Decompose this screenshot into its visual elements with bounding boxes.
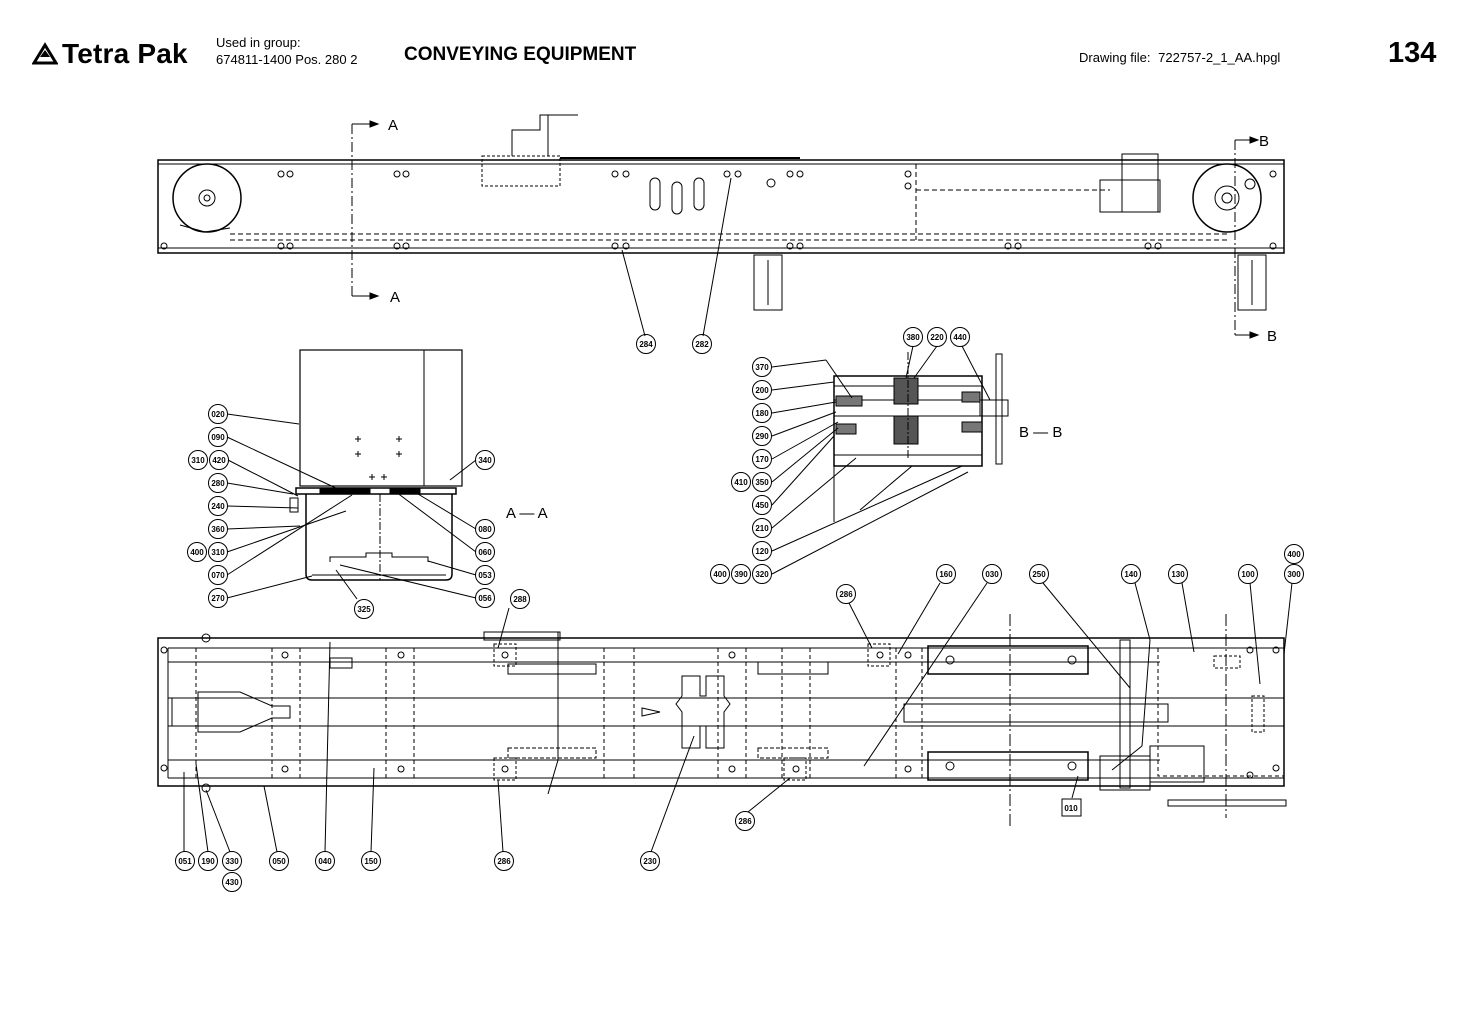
callout-140: 140 — [1124, 570, 1138, 579]
callout-440: 440 — [953, 333, 967, 342]
callout-030: 030 — [985, 570, 999, 579]
tetra-pak-logo-icon — [32, 42, 58, 65]
callout-120: 120 — [755, 547, 769, 556]
used-in-group-value: 674811-1400 Pos. 280 2 — [216, 52, 358, 67]
callout-380: 380 — [906, 333, 920, 342]
used-in-group-label: Used in group: — [216, 35, 301, 50]
callout-340: 340 — [478, 456, 492, 465]
plan-view — [157, 614, 1287, 826]
callout-310-a: 310 — [191, 456, 205, 465]
top-view — [157, 114, 1285, 339]
callout-090: 090 — [211, 433, 225, 442]
callout-325: 325 — [357, 605, 371, 614]
bolt-row — [160, 170, 1277, 250]
callout-130: 130 — [1171, 570, 1185, 579]
section-aa-view — [289, 349, 463, 581]
callout-370: 370 — [755, 363, 769, 372]
callout-180: 180 — [755, 409, 769, 418]
callout-051: 051 — [178, 857, 192, 866]
callout-286-a: 286 — [839, 590, 853, 599]
callout-390: 390 — [734, 570, 748, 579]
callout-350: 350 — [755, 478, 769, 487]
callout-080: 080 — [478, 525, 492, 534]
callout-100: 100 — [1241, 570, 1255, 579]
callout-310-b: 310 — [211, 548, 225, 557]
plan-view-callouts — [175, 544, 1304, 892]
callout-410: 410 — [734, 478, 748, 487]
callout-280: 280 — [211, 479, 225, 488]
drawing-file-value: 722757-2_1_AA.hpgl — [1158, 50, 1281, 65]
callout-284: 284 — [639, 340, 653, 349]
page-number: 134 — [1388, 37, 1437, 69]
callout-060: 060 — [478, 548, 492, 557]
view-bb-label: B — B — [1019, 424, 1062, 441]
callout-288: 288 — [513, 595, 527, 604]
callout-270: 270 — [211, 594, 225, 603]
callout-220: 220 — [930, 333, 944, 342]
callout-400-b: 400 — [713, 570, 727, 579]
callout-070: 070 — [211, 571, 225, 580]
section-b-top-label: B — [1259, 133, 1269, 150]
callout-190: 190 — [201, 857, 215, 866]
callout-320: 320 — [755, 570, 769, 579]
section-a-top-label: A — [388, 117, 398, 134]
callout-040: 040 — [318, 857, 332, 866]
callout-400-c: 400 — [1287, 550, 1301, 559]
callout-290: 290 — [755, 432, 769, 441]
section-aa-callouts — [187, 404, 495, 619]
section-bb-callouts — [710, 327, 970, 584]
drive-drum-left — [172, 163, 242, 233]
section-bb-leaders — [771, 345, 991, 575]
brand-name: Tetra Pak — [62, 38, 188, 69]
plan-view-leaders — [183, 582, 1293, 853]
callout-210: 210 — [755, 524, 769, 533]
support-leg-right — [1237, 254, 1267, 311]
drawing-header: Tetra Pak Used in group: 674811-1400 Pos… — [0, 0, 1462, 90]
top-view-callouts — [636, 334, 712, 354]
callout-200: 200 — [755, 386, 769, 395]
callout-020: 020 — [211, 410, 225, 419]
callout-010: 010 — [1064, 804, 1078, 813]
callout-360: 360 — [211, 525, 225, 534]
drawing-file: Drawing file: 722757-2_1_AA.hpgl — [1079, 50, 1280, 65]
section-b-bottom-label: B — [1267, 328, 1277, 345]
section-aa-leaders — [226, 413, 477, 600]
callout-230: 230 — [643, 857, 657, 866]
callout-160: 160 — [939, 570, 953, 579]
callout-282: 282 — [695, 340, 709, 349]
callout-430: 430 — [225, 878, 239, 887]
callout-286-c: 286 — [738, 817, 752, 826]
callout-056: 056 — [478, 594, 492, 603]
callout-150: 150 — [364, 857, 378, 866]
used-in-group: Used in group: 674811-1400 Pos. 280 2 — [216, 34, 357, 68]
section-bb-view — [833, 352, 1009, 522]
callout-300: 300 — [1287, 570, 1301, 579]
drive-drum-right — [1192, 163, 1262, 233]
callout-400-a: 400 — [190, 548, 204, 557]
callout-286-b: 286 — [497, 857, 511, 866]
callout-050: 050 — [272, 857, 286, 866]
callout-450: 450 — [755, 501, 769, 510]
callout-330: 330 — [225, 857, 239, 866]
callout-170: 170 — [755, 455, 769, 464]
tetra-pak-logo: Tetra Pak — [32, 38, 188, 70]
support-leg-left — [753, 254, 783, 311]
view-aa-label: A — A — [506, 505, 548, 522]
page-title: CONVEYING EQUIPMENT — [404, 44, 637, 65]
callout-240: 240 — [211, 502, 225, 511]
callout-053: 053 — [478, 571, 492, 580]
section-a-bottom-label: A — [390, 289, 400, 306]
callout-420: 420 — [212, 456, 226, 465]
callout-250: 250 — [1032, 570, 1046, 579]
drawing-file-label: Drawing file: — [1079, 50, 1151, 65]
